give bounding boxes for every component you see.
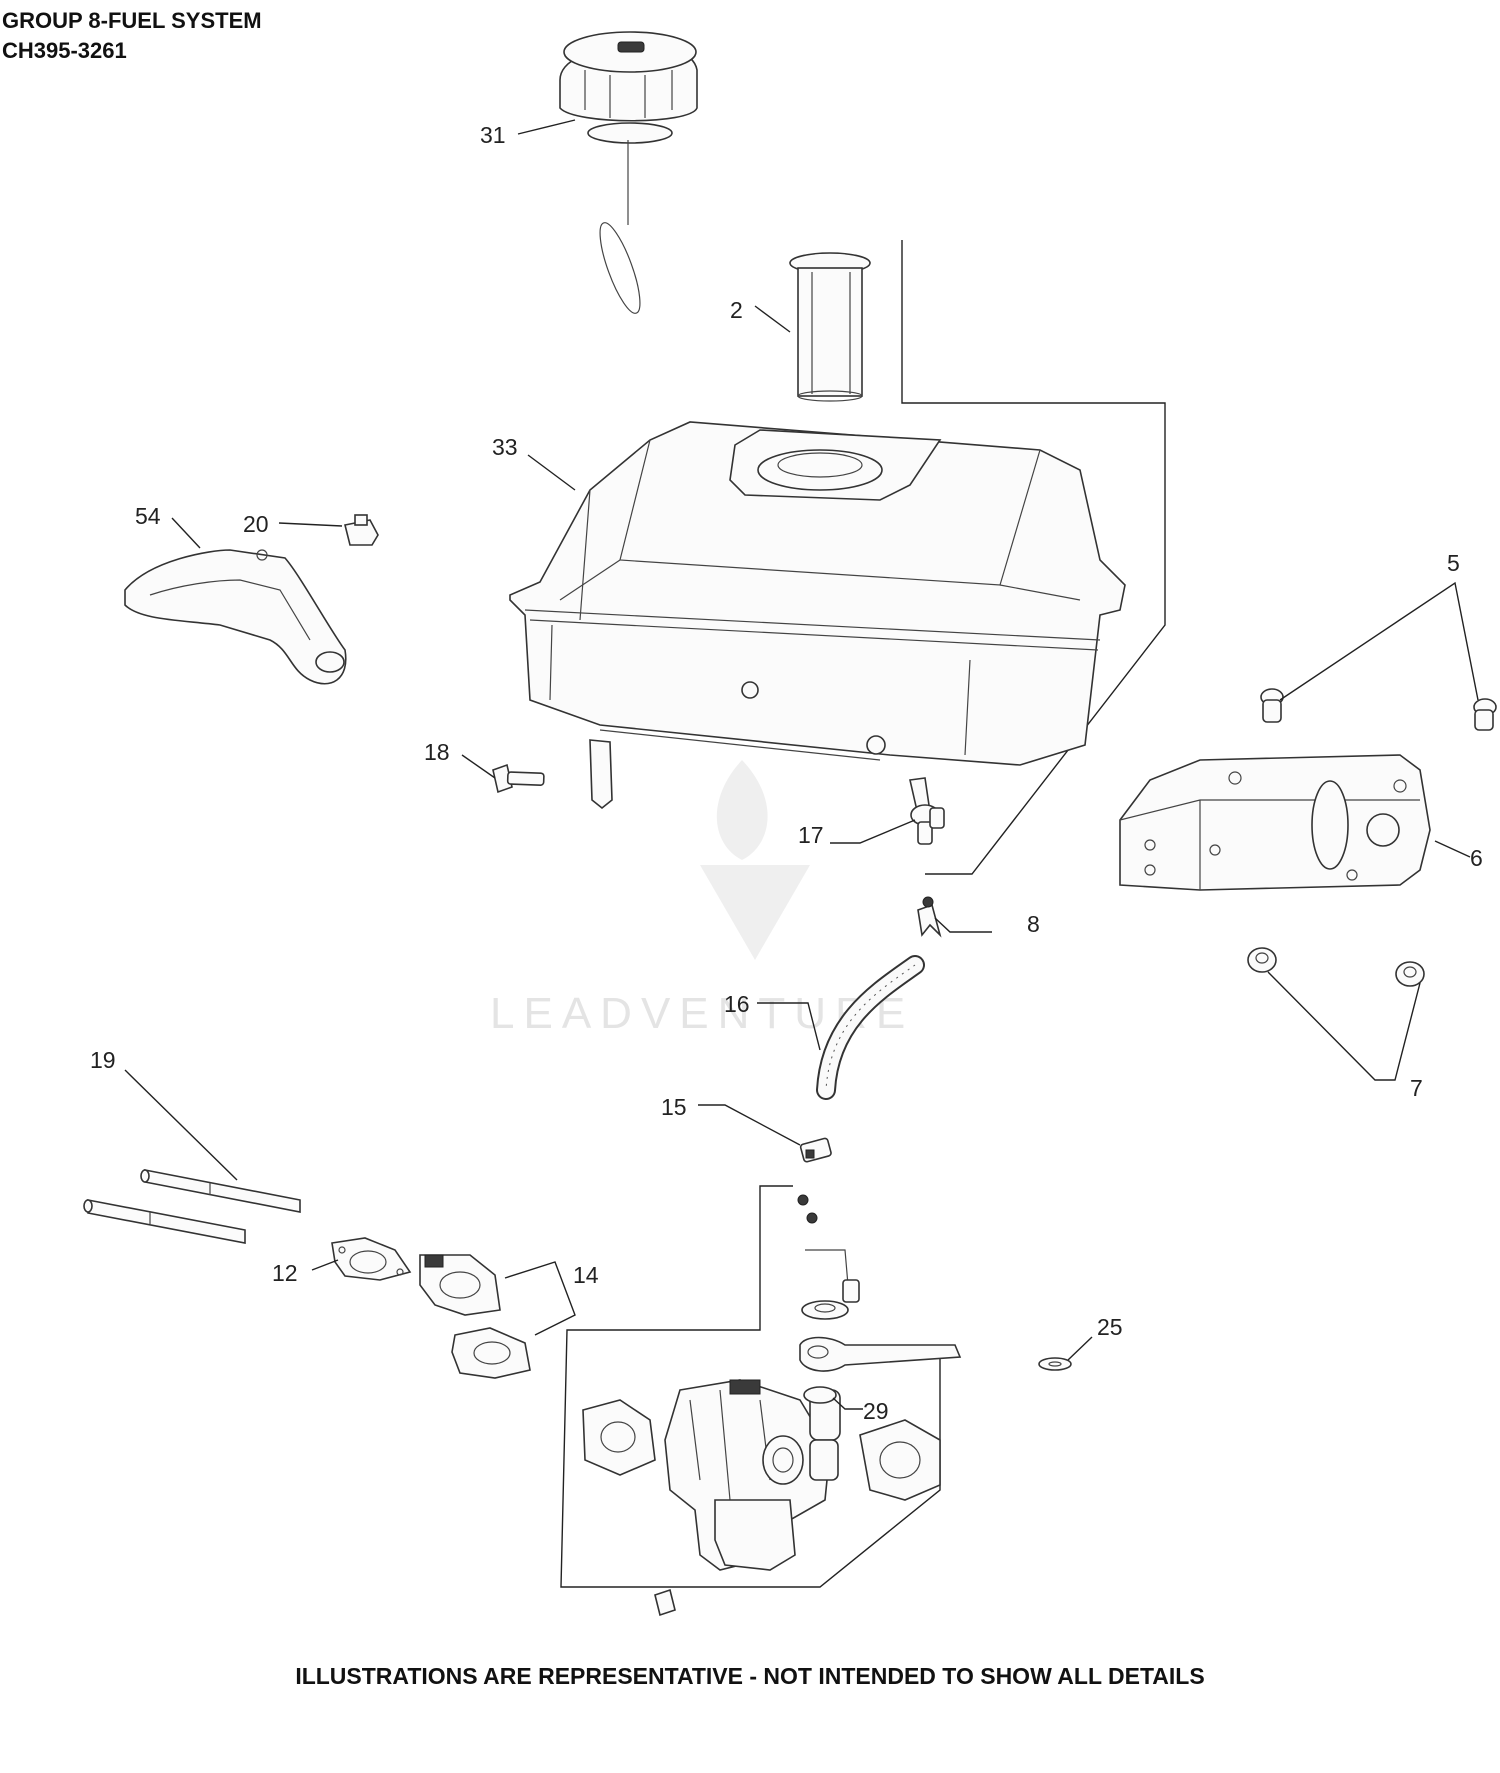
- bolt-part-18: [492, 763, 545, 794]
- bolt-part-5-right: [1473, 698, 1497, 731]
- callout-19: 19: [90, 1047, 116, 1073]
- callout-labels: 31 2 33 54 20 5 6 18 17 8 7 16 19 15 12 …: [90, 122, 1483, 1424]
- grommet-part-7-left: [1247, 947, 1277, 973]
- mounting-bracket-part-6: [1119, 754, 1431, 891]
- assembly-boundary-carburetor: [560, 1185, 941, 1588]
- clip-part-8: [917, 896, 942, 938]
- callout-7: 7: [1410, 1075, 1423, 1101]
- callout-18: 18: [424, 739, 450, 765]
- page-title: GROUP 8-FUEL SYSTEM: [2, 8, 262, 33]
- fuel-line-part-16: [816, 955, 925, 1100]
- callout-6: 6: [1470, 845, 1483, 871]
- washer-part-25: [1038, 1357, 1072, 1371]
- fuel-cap-part-31: [559, 31, 698, 314]
- leader-lines: [124, 119, 1479, 1410]
- callout-15: 15: [661, 1094, 687, 1120]
- grommet-part-7-right: [1395, 961, 1425, 987]
- gasket-part-12: [331, 1237, 412, 1281]
- fuel-valve-part-17: [909, 777, 945, 845]
- gasket-part-14-lower: [451, 1327, 531, 1379]
- stud-part-19-upper: [140, 1169, 301, 1213]
- carburetor-assembly: [582, 1379, 941, 1617]
- callout-2: 2: [730, 297, 743, 323]
- callout-5: 5: [1447, 550, 1460, 576]
- choke-lever-part-29: [799, 1336, 962, 1404]
- callout-31: 31: [480, 122, 506, 148]
- screw-part-20: [344, 514, 379, 546]
- carburetor-linkage-screws: [797, 1194, 860, 1320]
- insulator-part-14: [419, 1254, 501, 1316]
- watermark: LEADVENTURE: [490, 760, 905, 1038]
- fuel-tank-part-33: [509, 421, 1126, 810]
- callout-25: 25: [1097, 1314, 1123, 1340]
- callout-33: 33: [492, 434, 518, 460]
- disclaimer-note: ILLUSTRATIONS ARE REPRESENTATIVE - NOT I…: [295, 1663, 1205, 1689]
- callout-17: 17: [798, 822, 824, 848]
- fuel-strainer-part-2: [789, 252, 871, 402]
- bolt-part-5-left: [1260, 688, 1284, 723]
- stud-part-19-lower: [83, 1199, 246, 1244]
- assembly-boundary-tank: [901, 240, 1166, 875]
- hose-clamp-part-15: [799, 1137, 832, 1163]
- callout-12: 12: [272, 1260, 298, 1286]
- callout-54: 54: [135, 503, 161, 529]
- lifting-bracket-part-54: [124, 549, 347, 685]
- callout-8: 8: [1027, 911, 1040, 937]
- callout-20: 20: [243, 511, 269, 537]
- model-number: CH395-3261: [2, 38, 127, 63]
- callout-14: 14: [573, 1262, 599, 1288]
- callout-16: 16: [724, 991, 750, 1017]
- callout-29: 29: [863, 1398, 889, 1424]
